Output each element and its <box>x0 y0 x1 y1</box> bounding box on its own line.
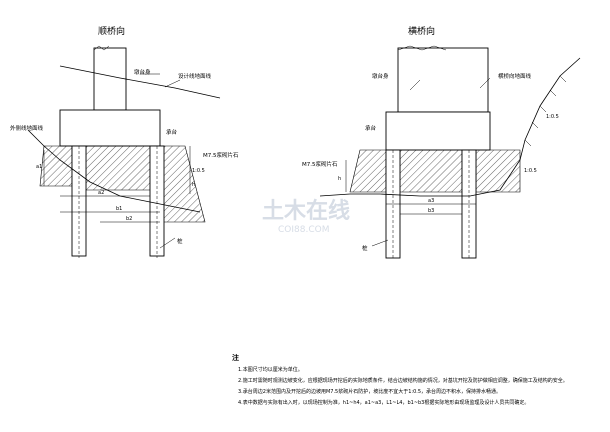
right-masonry-middle <box>399 149 463 193</box>
right-ground-line <box>319 57 581 197</box>
left-label-abutment: 墩台身 <box>134 68 151 76</box>
right-leader-pile <box>371 239 389 247</box>
left-masonry-right <box>159 145 206 223</box>
right-view: 横桥向 墩台身 横桥向地面线 承台 M7.5浆砌片石 桩 1:0.5 <box>302 25 581 260</box>
left-label-masonry: M7.5浆砌片石 <box>203 151 239 159</box>
watermark-sub: COI88.COM <box>278 225 329 235</box>
right-title: 横桥向 <box>408 25 435 37</box>
left-dim-b2: b2 <box>126 216 132 222</box>
right-break-mark <box>397 45 447 51</box>
right-dim-a3: a3 <box>428 198 434 204</box>
left-leader <box>164 79 181 88</box>
left-break-mark <box>93 45 110 51</box>
right-ground-ticks <box>524 75 567 147</box>
note-item: 4.表中数据与实际有出入时，以现场控制为准，h1~h4，a1~a3，L1~L4，… <box>238 399 529 406</box>
note-item: 3.承台周边2米范围内及开挖后的边坡用M7.5浆砌片石防护，坡比度不宜大于1:0… <box>238 388 501 395</box>
notes-block: 注 1.本图尺寸均以厘米为单位。 2.施工时需随时观测边坡变化，应根据现场开挖后… <box>232 353 568 406</box>
note-item: 1.本图尺寸均以厘米为单位。 <box>238 366 303 373</box>
right-dim-b3: b3 <box>428 208 434 214</box>
right-leader <box>409 79 421 91</box>
left-design-ground-line <box>59 65 221 99</box>
left-outer-ground-line <box>27 129 201 213</box>
right-masonry-right <box>475 149 521 193</box>
left-column <box>93 47 127 111</box>
watermark-text: 土木在线 <box>262 198 350 224</box>
right-dim-h: h <box>338 176 341 182</box>
left-dim-a2: a2 <box>98 190 104 196</box>
left-masonry-left <box>39 145 73 187</box>
right-label-abutment: 墩台身 <box>372 72 389 80</box>
right-label-slope: 1:0.5 <box>546 114 559 120</box>
right-label-cap: 承台 <box>365 124 377 132</box>
right-cap <box>385 111 491 151</box>
right-masonry-left <box>349 149 387 193</box>
left-leader-pile <box>159 237 176 249</box>
left-dim-h: h <box>192 182 195 188</box>
left-dim-slope: 1:0.5 <box>192 168 205 174</box>
right-leader <box>479 77 491 89</box>
right-label-masonry: M7.5浆砌片石 <box>302 160 338 168</box>
right-column <box>397 47 489 113</box>
right-label-cross-line: 横桥向地面线 <box>498 72 532 80</box>
note-item: 2.施工时需随时观测边坡变化，应根据现场开挖后的实际地质条件，结合边坡结构施的情… <box>238 377 568 384</box>
left-masonry-middle <box>85 145 151 191</box>
left-label-design-line: 设计线地面线 <box>178 72 212 80</box>
left-label-cap: 承台 <box>166 128 178 136</box>
left-dim-a1: a1 <box>36 164 42 170</box>
notes-heading: 注 <box>232 353 239 362</box>
left-view: 顺桥向 墩台身 设计线地面线 外侧线地面线 承台 <box>10 25 239 258</box>
left-dim-b1: b1 <box>116 206 122 212</box>
left-label-outer-line: 外侧线地面线 <box>10 124 44 132</box>
right-label-pile: 桩 <box>362 244 368 252</box>
left-title: 顺桥向 <box>98 25 125 37</box>
left-label-pile: 桩 <box>177 237 183 245</box>
right-dim-slope: 1:0.5 <box>524 168 537 174</box>
left-cap <box>59 109 161 147</box>
